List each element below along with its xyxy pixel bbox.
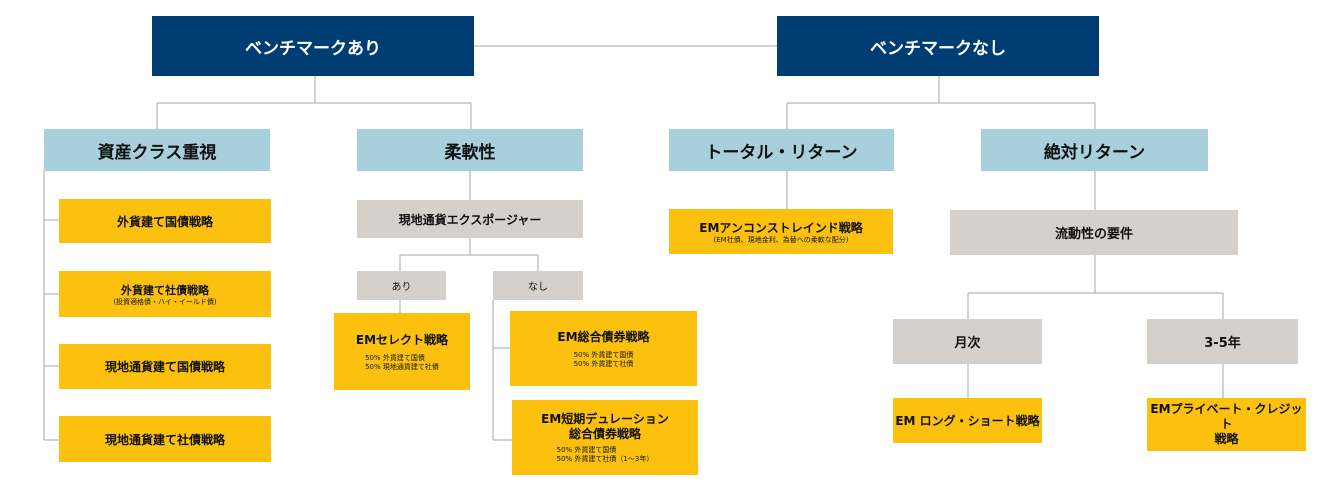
em-unconstrained-label: EMアンコンストレインド戦略 bbox=[699, 220, 863, 235]
em-short-duration-strategy: EM短期デュレーション 総合債券戦略 50% 外貨建て国債 50% 外貨建て社債… bbox=[512, 400, 698, 475]
absolute-return-box: 絶対リターン bbox=[981, 129, 1208, 171]
benchmark-yes-label: ベンチマークあり bbox=[245, 38, 381, 59]
three-to-five-years-label: 3-5年 bbox=[1204, 336, 1241, 351]
fx-yes-box: あり bbox=[357, 271, 446, 300]
flexibility-label: 柔軟性 bbox=[444, 142, 496, 163]
foreign-corp-bond-strategy: 外貨建て社債戦略 (投資適格債・ハイ・イールド債) bbox=[59, 271, 271, 317]
monthly-box: 月次 bbox=[893, 319, 1042, 364]
liquidity-requirement-box: 流動性の要件 bbox=[950, 210, 1238, 255]
em-select-title: EMセレクト戦略 bbox=[355, 333, 449, 347]
foreign-govt-bond-strategy: 外貨建て国債戦略 bbox=[59, 199, 271, 243]
liquidity-requirement-label: 流動性の要件 bbox=[1054, 227, 1133, 242]
flexibility-box: 柔軟性 bbox=[357, 129, 583, 171]
em-unconstrained-strategy: EMアンコンストレインド戦略 (EM社債、現地金利、為替への柔軟な配分) bbox=[669, 209, 893, 254]
em-long-short-strategy: EM ロング・ショート戦略 bbox=[893, 398, 1042, 443]
em-select-line2: 50% 現地通貨建て社債 bbox=[365, 363, 439, 371]
fx-no-box: なし bbox=[493, 271, 583, 300]
em-short-line1: 50% 外貨建て国債 bbox=[556, 445, 617, 454]
foreign-corp-bond-note: (投資適格債・ハイ・イールド債) bbox=[113, 297, 217, 306]
em-unconstrained-note: (EM社債、現地金利、為替への柔軟な配分) bbox=[713, 235, 849, 244]
foreign-govt-bond-label: 外貨建て国債戦略 bbox=[116, 214, 213, 229]
benchmark-no-label: ベンチマークなし bbox=[870, 38, 1006, 59]
asset-class-focus-label: 資産クラス重視 bbox=[97, 142, 217, 163]
fx-exposure-label: 現地通貨エクスポージャー bbox=[398, 212, 542, 227]
em-long-short-label: EM ロング・ショート戦略 bbox=[895, 414, 1040, 428]
local-corp-bond-label: 現地通貨建て社債戦略 bbox=[104, 432, 225, 447]
total-return-label: トータル・リターン bbox=[705, 142, 858, 163]
local-govt-bond-strategy: 現地通貨建て国債戦略 bbox=[59, 344, 271, 389]
absolute-return-label: 絶対リターン bbox=[1043, 142, 1146, 163]
em-private-credit-strategy: EMプライベート・クレジット 戦略 bbox=[1147, 398, 1306, 451]
local-corp-bond-strategy: 現地通貨建て社債戦略 bbox=[59, 416, 271, 462]
em-aggregate-line1: 50% 外貨建て国債 bbox=[573, 351, 634, 359]
fx-exposure-box: 現地通貨エクスポージャー bbox=[357, 200, 583, 238]
em-private-credit-line2: 戦略 bbox=[1214, 432, 1239, 446]
local-govt-bond-label: 現地通貨建て国債戦略 bbox=[104, 360, 225, 374]
em-select-strategy: EMセレクト戦略 50% 外貨建て国債 50% 現地通貨建て社債 bbox=[334, 313, 470, 390]
fx-yes-label: あり bbox=[391, 282, 412, 293]
fx-no-label: なし bbox=[528, 282, 548, 293]
em-short-line2: 50% 外貨建て社債（1～3年） bbox=[556, 454, 654, 463]
total-return-box: トータル・リターン bbox=[669, 129, 894, 171]
monthly-label: 月次 bbox=[954, 336, 981, 351]
em-short-title-line2: 総合債券戦略 bbox=[568, 426, 641, 441]
asset-class-focus-box: 資産クラス重視 bbox=[44, 129, 270, 171]
foreign-corp-bond-label: 外貨建て社債戦略 bbox=[121, 283, 209, 297]
em-aggregate-title: EM総合債券戦略 bbox=[557, 330, 650, 344]
benchmark-yes-box: ベンチマークあり bbox=[152, 16, 474, 76]
em-aggregate-line2: 50% 外貨建て社債 bbox=[573, 360, 634, 368]
em-select-line1: 50% 外貨建て国債 bbox=[365, 354, 425, 362]
em-short-title-line1: EM短期デュレーション bbox=[541, 411, 669, 426]
em-private-credit-line1: EMプライベート・クレジット bbox=[1150, 402, 1303, 431]
three-to-five-years-box: 3-5年 bbox=[1147, 319, 1298, 364]
benchmark-no-box: ベンチマークなし bbox=[777, 16, 1099, 76]
em-aggregate-strategy: EM総合債券戦略 50% 外貨建て国債 50% 外貨建て社債 bbox=[510, 311, 697, 386]
